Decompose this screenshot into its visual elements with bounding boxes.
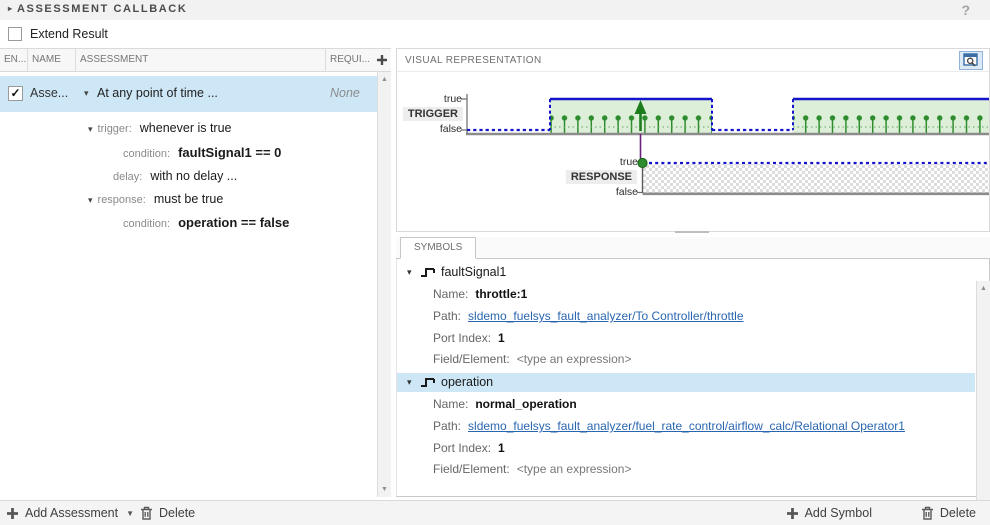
collapse-triangle-icon: ▸ [8,4,13,13]
tab-symbols[interactable]: SYMBOLS [400,237,477,259]
plus-icon [7,507,18,519]
window-magnifier-icon [963,53,978,67]
symbols-scrollbar[interactable]: ▲ ▼ [976,281,990,519]
add-symbol-button[interactable]: Add Symbol [786,501,872,525]
symbol-field-port-index[interactable]: Port Index:1 [433,441,505,455]
tree-row-response-condition[interactable]: condition:operation == false [123,215,290,230]
add-assessment-button[interactable]: Add Assessment ▼ [6,501,134,525]
symbol-field-path[interactable]: Path:sldemo_fuelsys_fault_analyzer/To Co… [433,309,744,323]
path-link[interactable]: sldemo_fuelsys_fault_analyzer/To Control… [468,309,744,323]
trigger-true-label: true [443,93,462,105]
assessment-row-selected[interactable]: ✓ Asse... ▾ At any point of time ... Non… [0,76,377,112]
tree-row-trigger-condition[interactable]: condition:faultSignal1 == 0 [123,145,282,160]
chevron-down-icon[interactable]: ▾ [407,377,412,387]
symbol-row-faultsignal1[interactable]: ▾ faultSignal1 [397,263,975,282]
assessment-table: EN... NAME ASSESSMENT REQUI... ✓ Asse...… [0,48,391,500]
symbol-field-element[interactable]: Field/Element:<type an expression> [433,352,632,366]
scroll-down-icon[interactable]: ▼ [381,486,388,493]
panel-header-bar: ▸ASSESSMENT CALLBACK [0,0,990,20]
help-icon[interactable]: ? [961,2,970,18]
tree-row-trigger[interactable]: ▾trigger:whenever is true [88,121,232,135]
assessment-enabled-checkbox[interactable]: ✓ [8,86,23,101]
symbol-row-operation[interactable]: ▾ operation [397,373,975,392]
extend-result-row: Extend Result [0,20,395,48]
symbol-field-name[interactable]: Name:normal_operation [433,397,577,411]
delete-symbol-button[interactable]: Delete [921,501,976,525]
page-title[interactable]: ▸ASSESSMENT CALLBACK [8,3,188,15]
delete-assessment-button[interactable]: Delete [140,501,195,525]
assessment-summary-cell[interactable]: At any point of time ... [97,86,218,100]
trash-icon [141,506,152,520]
visual-representation-header: VISUAL REPRESENTATION [397,49,989,72]
symbol-field-port-index[interactable]: Port Index:1 [433,331,505,345]
chevron-down-icon[interactable]: ▾ [407,267,412,277]
visual-representation-title: VISUAL REPRESENTATION [405,55,542,66]
column-requirement[interactable]: REQUI... [330,54,371,65]
signal-chart: true false TRIGGER true false RESPONSE [397,72,989,231]
signal-icon [421,268,435,277]
trash-icon [921,506,933,520]
plus-icon [786,507,798,519]
column-name[interactable]: NAME [28,49,76,71]
chevron-down-icon[interactable]: ▾ [88,124,93,134]
visual-representation-panel: VISUAL REPRESENTATION [396,48,990,232]
footer-toolbar: Add Assessment ▼ Delete Add Symbol Delet… [0,500,990,525]
tree-row-response[interactable]: ▾response:must be true [88,192,224,206]
column-enabled[interactable]: EN... [0,49,28,71]
response-true-label: true [619,156,638,168]
open-explorer-button[interactable] [959,51,983,70]
symbols-content: ▾ faultSignal1 Name:throttle:1 Path:slde… [396,259,990,519]
add-column-button[interactable] [372,49,391,71]
requirement-cell[interactable]: None [330,86,360,100]
trigger-signal-label: TRIGGER [402,107,463,121]
extend-result-label: Extend Result [30,27,108,41]
chevron-down-icon[interactable]: ▾ [88,195,93,205]
trigger-false-label: false [439,123,462,135]
symbol-field-path[interactable]: Path:sldemo_fuelsys_fault_analyzer/fuel_… [433,419,905,433]
assessment-table-header: EN... NAME ASSESSMENT REQUI... [0,48,391,72]
plus-icon [376,55,387,65]
symbol-field-name[interactable]: Name:throttle:1 [433,287,528,301]
column-assessment[interactable]: ASSESSMENT [76,49,326,71]
panel-splitter-handle[interactable] [675,231,709,233]
scroll-up-icon[interactable]: ▲ [980,285,987,292]
signal-icon [421,378,435,387]
path-link[interactable]: sldemo_fuelsys_fault_analyzer/fuel_rate_… [468,419,905,433]
response-signal-label: RESPONSE [565,170,637,184]
symbols-tab-bar: SYMBOLS [396,237,990,259]
chevron-down-icon[interactable]: ▾ [84,88,89,98]
chevron-down-icon: ▼ [126,508,135,518]
assessment-table-scrollbar[interactable]: ▲ ▼ [377,72,391,497]
signal-waveforms [461,94,989,196]
symbols-panel: SYMBOLS ▾ faultSignal1 Name:throttle:1 P… [396,237,990,519]
tree-row-delay[interactable]: delay:with no delay ... [113,169,238,183]
symbol-field-element[interactable]: Field/Element:<type an expression> [433,462,632,476]
assessment-name-cell[interactable]: Asse... [30,86,69,100]
scroll-up-icon[interactable]: ▲ [381,76,388,83]
extend-result-checkbox[interactable] [8,27,22,41]
response-false-label: false [615,186,638,198]
